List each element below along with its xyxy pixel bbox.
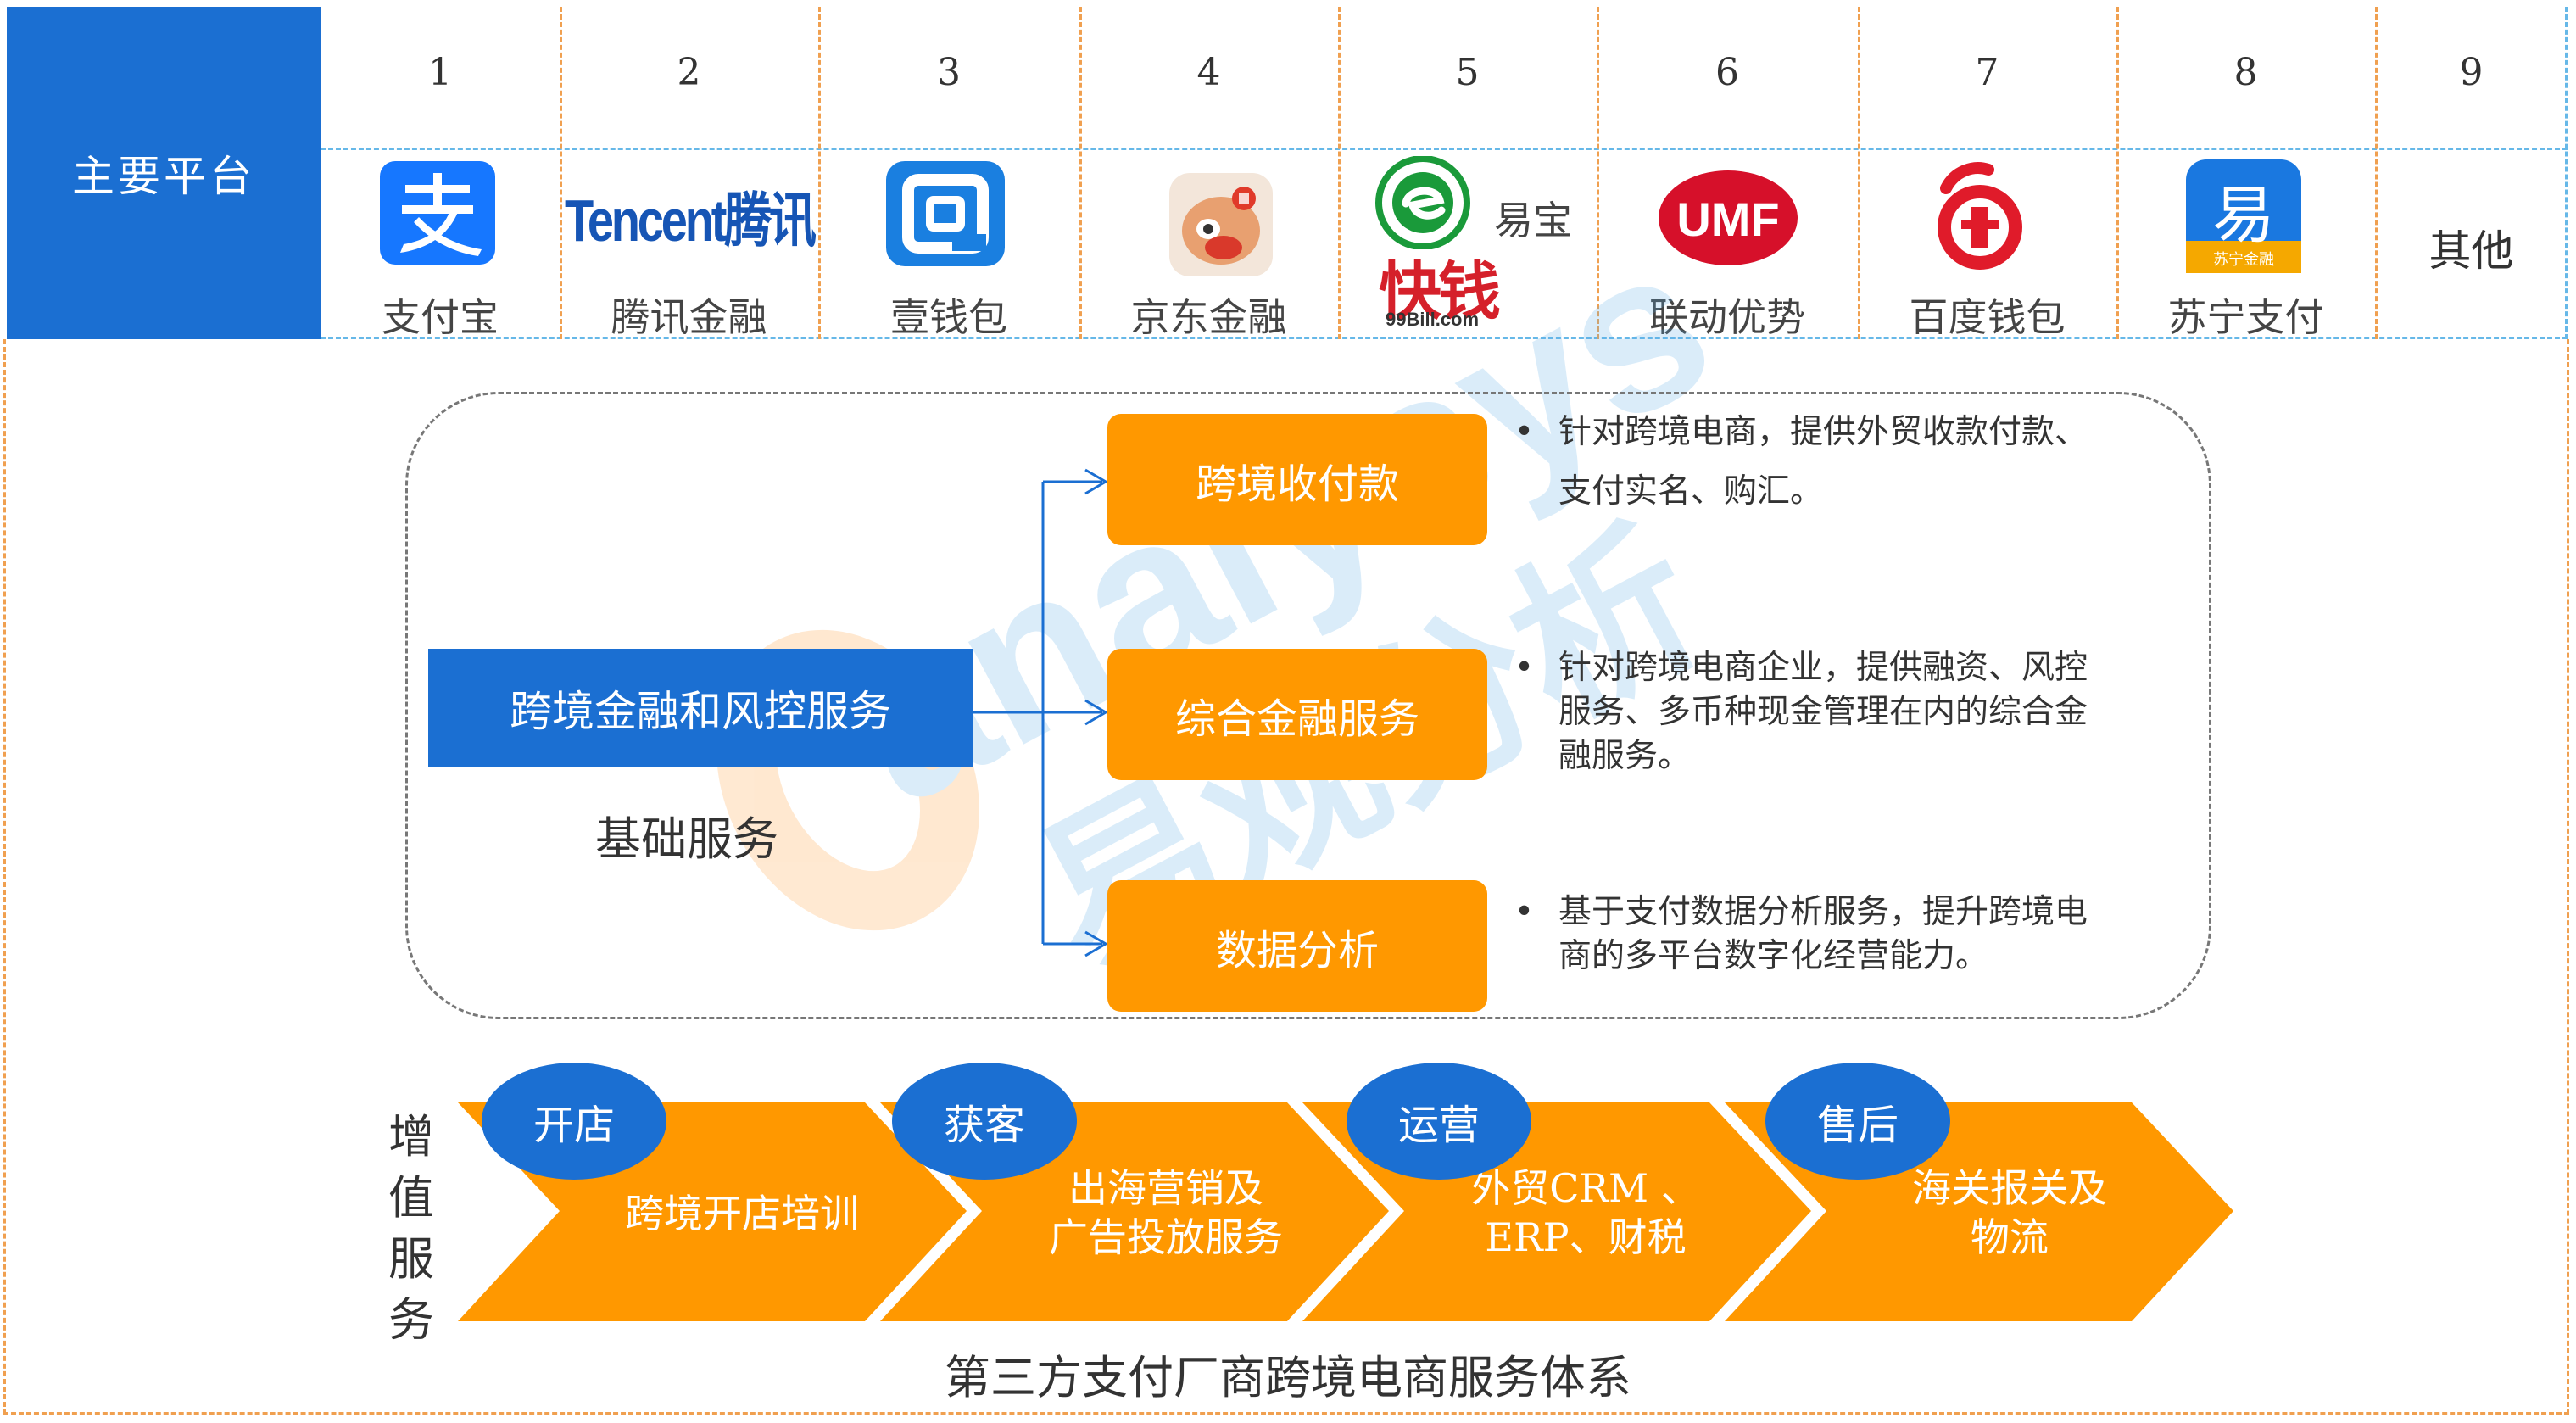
platform-column-9: 9 其他 xyxy=(2375,7,2568,339)
column-divider xyxy=(2116,7,2119,339)
column-number: 8 xyxy=(2233,51,2258,94)
jd-finance-logo-icon xyxy=(1169,173,1273,276)
integrated-finance-box: 综合金融服务 xyxy=(1107,649,1487,780)
data-analysis-box: 数据分析 xyxy=(1107,880,1487,1012)
column-number: 9 xyxy=(2459,51,2484,94)
step-bubble-operate: 运营 xyxy=(1347,1063,1531,1180)
suning-logo-sub: 苏宁金融 xyxy=(2213,251,2274,269)
column-number: 2 xyxy=(677,51,701,94)
analysis-description: • 基于支付数据分析服务，提升跨境电 商的多平台数字化经营能力。 xyxy=(1514,890,2088,979)
column-number: 7 xyxy=(1975,51,1999,94)
bullet: • xyxy=(1514,413,1535,451)
diagram-title: 第三方支付厂商跨境电商服务体系 xyxy=(945,1351,1631,1404)
step-bubble-acquire: 获客 xyxy=(892,1063,1077,1180)
tencent-logo-icon: Tencent腾讯 xyxy=(565,187,817,254)
step-line: 跨境开店培训 xyxy=(625,1191,859,1236)
description-line: 商的多平台数字化经营能力。 xyxy=(1558,937,1989,975)
step-description: 出海营销及 广告投放服务 xyxy=(1009,1164,1323,1262)
column-divider xyxy=(560,7,562,339)
finance-description: • 针对跨境电商企业，提供融资、风控 服务、多币种现金管理在内的综合金 融服务。 xyxy=(1514,646,2088,778)
platform-column-3: 3 壹钱包 xyxy=(818,7,1079,340)
column-number: 3 xyxy=(937,51,961,94)
platform-name: 苏宁支付 xyxy=(2167,294,2324,340)
column-divider xyxy=(818,7,821,339)
platform-name: 百度钱包 xyxy=(1909,294,2066,340)
cross-border-payment-box: 跨境收付款 xyxy=(1107,414,1487,545)
platform-name: 腾讯金融 xyxy=(611,294,767,340)
description-line: 服务、多币种现金管理在内的综合金 xyxy=(1558,693,2088,731)
value-added-label: 增 值 服 务 xyxy=(373,1107,449,1351)
step-bubble-aftersales: 售后 xyxy=(1765,1063,1950,1180)
baidu-wallet-logo-icon xyxy=(1938,162,2022,270)
description-line: 支付实名、购汇。 xyxy=(1558,472,1824,511)
label-char: 服 xyxy=(388,1232,434,1286)
column-number: 1 xyxy=(428,51,452,94)
table-divider xyxy=(321,148,2568,150)
platform-name: 联动优势 xyxy=(1649,294,1805,340)
step-description: 跨境开店培训 xyxy=(585,1189,899,1238)
column-divider xyxy=(1338,7,1341,339)
label-char: 务 xyxy=(388,1293,434,1347)
platform-name: 其他 xyxy=(2428,226,2514,276)
column-number: 5 xyxy=(1455,51,1480,94)
description-line: 针对跨境电商企业，提供融资、风控 xyxy=(1558,649,2088,687)
bullet: • xyxy=(1514,649,1535,687)
description-line: 针对跨境电商，提供外贸收款付款、 xyxy=(1558,413,2088,451)
step-bubble-open-shop: 开店 xyxy=(482,1063,666,1180)
label-char: 值 xyxy=(388,1171,434,1225)
bullet: • xyxy=(1514,893,1535,931)
step-line: 出海营销及 xyxy=(1068,1165,1263,1211)
platform-column-7: 7 百度钱包 xyxy=(1858,7,2116,340)
basic-services-label: 基础服务 xyxy=(595,812,778,866)
table-bottom-border xyxy=(321,337,2568,339)
umf-logo-icon xyxy=(1659,170,1798,265)
platform-name: 支付宝 xyxy=(382,294,499,340)
diagram-border xyxy=(3,339,2569,1415)
suning-logo-glyph: 易 xyxy=(2212,179,2275,252)
column-divider xyxy=(1079,7,1082,339)
step-line: 海关报关及 xyxy=(1912,1165,2107,1211)
column-number: 6 xyxy=(1715,51,1739,94)
step-line: 物流 xyxy=(1971,1214,2049,1260)
step-line: 外贸CRM 、 xyxy=(1471,1165,1700,1211)
connector-arrows xyxy=(973,468,1108,957)
99bill-logo-icon: 快钱 xyxy=(1379,255,1501,328)
platform-column-4: 4 京东金融 xyxy=(1079,7,1338,340)
step-description: 外贸CRM 、 ERP、财税 xyxy=(1429,1164,1742,1262)
yeepay-logo-icon xyxy=(1375,156,1470,249)
step-description: 海关报关及 物流 xyxy=(1853,1164,2166,1262)
column-divider xyxy=(1858,7,1860,339)
table-right-border xyxy=(2565,7,2568,339)
platform-column-8: 8 易 苏宁金融 苏宁支付 xyxy=(2116,7,2375,340)
step-line: 广告投放服务 xyxy=(1049,1214,1283,1260)
yiqianbao-logo-icon xyxy=(886,161,1005,266)
platform-column-1: 1 支付宝 xyxy=(321,7,560,340)
alipay-logo-icon xyxy=(380,161,495,265)
umf-logo-text: UMF xyxy=(1676,193,1780,246)
column-number: 4 xyxy=(1196,51,1221,94)
column-divider xyxy=(1597,7,1599,339)
column-divider xyxy=(2375,7,2378,339)
cross-border-finance-box: 跨境金融和风控服务 xyxy=(428,649,973,767)
basic-services-frame xyxy=(405,392,2211,1019)
platform-column-5: 5 易宝 快钱 99Bill.com xyxy=(1338,7,1597,339)
platform-column-2: 2 Tencent腾讯 腾讯金融 xyxy=(560,7,818,340)
99bill-domain: 99Bill.com xyxy=(1386,309,1480,330)
step-line: ERP、财税 xyxy=(1485,1214,1687,1260)
platform-column-6: 6 UMF 联动优势 xyxy=(1597,7,1858,340)
description-line: 融服务。 xyxy=(1558,737,1692,775)
yeepay-label: 易宝 xyxy=(1494,198,1572,243)
payment-description: • 针对跨境电商，提供外贸收款付款、 支付实名、购汇。 xyxy=(1514,410,2088,514)
suning-logo-icon xyxy=(2186,159,2301,273)
description-line: 基于支付数据分析服务，提升跨境电 xyxy=(1558,893,2088,931)
platform-header: 主要平台 xyxy=(7,7,321,339)
platform-name: 京东金融 xyxy=(1130,294,1287,340)
platform-name: 壹钱包 xyxy=(890,294,1007,340)
platform-table: 主要平台 1 支付宝 2 Tencent腾讯 腾讯金融 3 壹钱包 xyxy=(7,7,2568,340)
label-char: 增 xyxy=(388,1110,434,1164)
